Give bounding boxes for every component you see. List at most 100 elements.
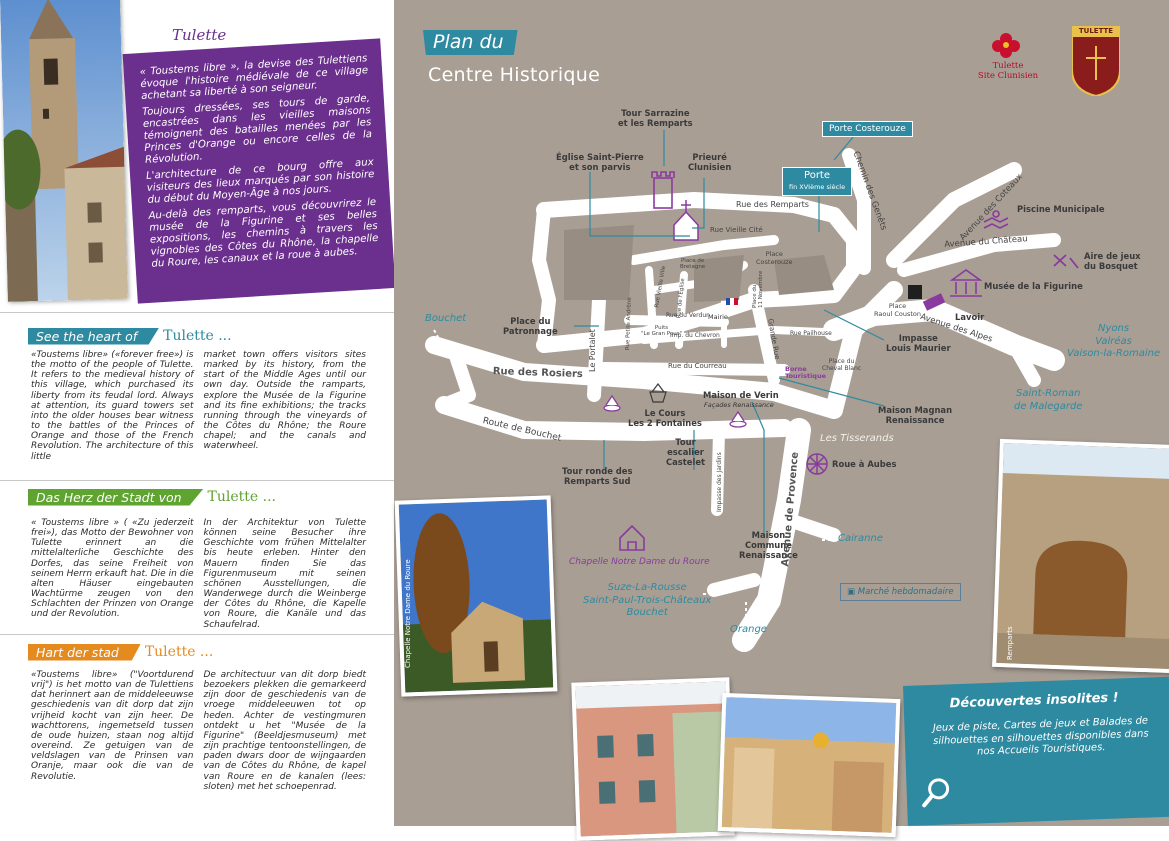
label-puits: Puits "Le Gran Pous" <box>641 325 683 337</box>
church-icon <box>673 200 699 241</box>
label-place-raoul: Place Raoul Couston <box>874 302 921 318</box>
street-map <box>425 130 1079 652</box>
chapelle-photo <box>394 495 558 697</box>
label-tour-sarrazine: Tour Sarrazine et les Remparts <box>618 108 693 129</box>
road-verdun <box>624 315 729 327</box>
road-chateau <box>897 233 1061 277</box>
label-tour-escalier: Tour escalier Castelet <box>666 437 706 468</box>
label-mairie: Mairie <box>708 313 728 321</box>
waterwheel-icon <box>806 453 828 475</box>
label-piscine: Piscine Municipale <box>1017 204 1105 214</box>
label-maison-verin-sub: Façades Renaissance <box>704 401 774 409</box>
chapelle-image <box>398 499 554 693</box>
road-cairanne <box>782 513 841 542</box>
map-subtitle: Centre Historique <box>428 64 601 86</box>
road-rosiers <box>425 336 843 419</box>
label-place-patronnage: Place du Patronnage <box>503 316 558 337</box>
clunisien-logo-text: Tulette Site Clunisien <box>977 61 1039 81</box>
label-maison-magnan: Maison Magnan Renaissance <box>878 405 953 426</box>
label-place-cheval: Place du Cheval Blanc <box>822 358 862 372</box>
section-heading-label: Hart der stad <box>28 643 141 661</box>
section-heading-label: See the heart of <box>28 327 160 345</box>
section-column: « Toustems libre » ( «Zu jederzeit frei»… <box>31 518 194 620</box>
road-east-link <box>825 281 903 419</box>
road-label-chevron: Imp. du Chevron <box>670 332 720 339</box>
museum-icon <box>949 269 983 297</box>
road-provence <box>732 418 811 652</box>
remparts-image <box>996 443 1169 669</box>
road-coteaux <box>886 162 1022 268</box>
destination-suze: Suze-La-Rousse Saint-Paul-Trois-Châteaux… <box>583 582 712 618</box>
road-suze <box>707 573 761 597</box>
road-pailhouse <box>770 326 828 336</box>
chapelle-caption: Chapelle Notre Dame du Roure <box>404 559 412 668</box>
intro-paragraph: Toujours dressées, ses tours de garde, e… <box>141 93 373 167</box>
divider <box>0 480 394 481</box>
road-west <box>532 203 556 352</box>
road-saint-roman <box>1007 338 1041 387</box>
intro-title: Tulette <box>172 26 227 44</box>
building-blocks <box>564 225 834 302</box>
road-label-verdun: Rue du Verdun <box>666 312 710 319</box>
remparts-caption: Remparts <box>1006 626 1014 660</box>
label-porte-title: Porte <box>804 170 831 181</box>
crest-shield-icon <box>1072 36 1120 96</box>
label-place-bretagne: Place de Bretagne <box>680 258 706 270</box>
label-maison-verin: Maison de Verin <box>703 390 779 400</box>
mairie-flag-icon <box>726 298 738 305</box>
section-heading-town: Tulette ... <box>144 644 214 660</box>
label-eglise: Église Saint-Pierre et son parvis <box>556 152 644 173</box>
road-label-pailhouse: Rue Pailhouse <box>790 330 832 337</box>
church-tower-photo <box>0 0 128 302</box>
section-column: In der Architektur von Tulette können se… <box>203 518 367 630</box>
pool-icon <box>983 210 1009 229</box>
label-lavoir: Lavoir <box>955 312 985 322</box>
label-place-costerouze: Place Costerouze <box>756 250 793 266</box>
section-column: market town offers visitors sites marked… <box>203 350 367 452</box>
label-place-11nov: Place du 11 Novembre <box>752 270 764 308</box>
fountain-icon <box>603 394 747 428</box>
road-portalet <box>587 293 606 402</box>
section-heading-town: Tulette ... <box>163 328 232 344</box>
section-heading-en: See the heart of Tulette ... <box>28 326 232 346</box>
section-heading-label: Das Herz der Stadt von <box>28 488 204 506</box>
intro-box: « Toustems libre », la devise des Tulett… <box>122 38 396 304</box>
decouvertes-insolites-box: Découvertes insolites ! Jeux de piste, C… <box>903 676 1169 826</box>
road-genets <box>842 148 871 275</box>
church-tower-image <box>0 0 128 302</box>
road-label-tisserands: Les Tisserands <box>820 433 894 444</box>
section-column: «Toustems libre» («forever free») is the… <box>31 350 194 462</box>
chapel-icon <box>619 524 645 551</box>
road-chevron <box>640 326 778 344</box>
village-photo <box>717 692 901 838</box>
section-heading-nl: Hart der stad Tulette ... <box>28 642 213 662</box>
marche-hebdomadaire-label: ▣ Marché hebdomadaire <box>840 583 961 601</box>
divider <box>0 634 394 635</box>
destination-nyons: Nyons Valréas Vaison-la-Romaine <box>1067 323 1161 359</box>
road-label-courreau: Rue du Courreau <box>668 362 727 370</box>
road-remparts <box>536 192 862 353</box>
section-heading-de: Das Herz der Stadt von Tulette ... <box>28 487 276 507</box>
basket-icon <box>649 383 667 403</box>
road-vieille-cite <box>629 235 779 265</box>
clunisien-logo-icon <box>992 33 1020 58</box>
road-jardins <box>711 426 725 516</box>
label-musee: Musée de la Figurine <box>984 281 1083 291</box>
map-title: Plan du <box>423 30 518 55</box>
maisons-image <box>575 681 731 837</box>
maisons-photo <box>571 677 735 841</box>
label-borne: Borne Touristique <box>785 365 826 381</box>
section-heading-town: Tulette ... <box>207 489 277 505</box>
label-roue-aubes: Roue à Aubes <box>832 459 897 469</box>
direction-arrows <box>433 329 1055 625</box>
playground-icon <box>1053 254 1079 269</box>
remparts-photo <box>992 438 1169 674</box>
label-maison-commune: Maison Commune Renaissance <box>739 530 798 561</box>
section-column: «Toustems libre» ("Voortdurend vrij") is… <box>31 670 194 782</box>
road-label-portalet: Le Portalet <box>588 329 597 372</box>
destination-cairanne: Cairanne <box>838 533 883 544</box>
label-prieure: Prieuré Clunisien <box>688 152 732 173</box>
label-porte-costerouze: Porte Costerouze <box>822 121 913 137</box>
road-label-remparts: Rue des Remparts <box>736 200 809 209</box>
crest-banner: TULETTE <box>1072 26 1120 36</box>
